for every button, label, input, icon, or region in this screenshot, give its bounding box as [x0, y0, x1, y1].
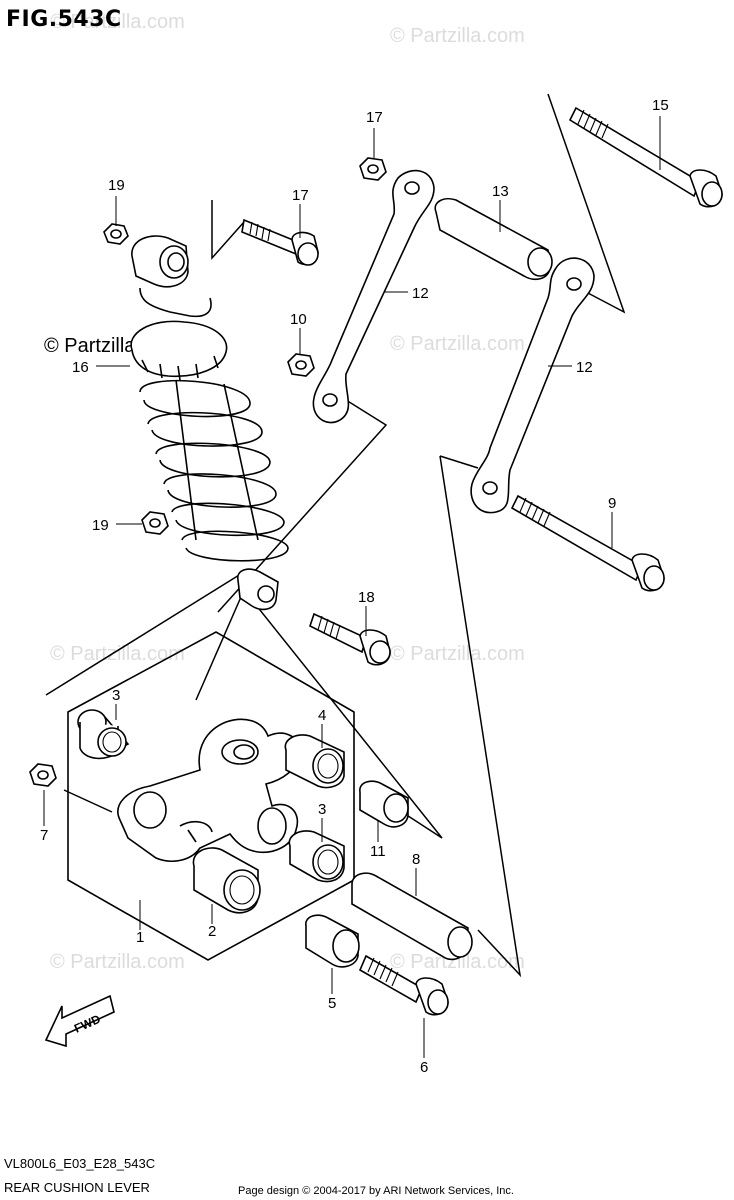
figure-name: REAR CUSHION LEVER [4, 1180, 150, 1195]
fwd-arrow-icon: FWD [44, 994, 115, 1048]
callout-15: 17 [366, 109, 383, 126]
callout-8: 8 [412, 851, 420, 868]
callout-17: 17 [292, 187, 309, 204]
callout-19-lower: 19 [92, 517, 109, 534]
watermark: © Partzilla.com [390, 25, 525, 47]
callout-19-upper: 19 [108, 177, 125, 194]
bearing-3-right [288, 830, 345, 883]
nut-19-lower [141, 511, 169, 535]
callout-5: 5 [328, 995, 336, 1012]
callout-10: 10 [290, 311, 307, 328]
watermark: © Partzilla.com [390, 333, 525, 355]
bolt-14 [568, 106, 723, 208]
spacer-11 [359, 780, 409, 828]
bolt-17 [241, 218, 319, 266]
bearing-4 [284, 734, 345, 789]
callout-9: 9 [608, 495, 616, 512]
bolt-18 [309, 612, 391, 666]
watermark: © Partzilla.com [50, 951, 185, 973]
callout-18: 18 [358, 589, 375, 606]
figure-title: FIG.543C [6, 7, 122, 32]
nut-19-upper [103, 223, 129, 245]
watermark: © Partzilla.com [50, 643, 185, 665]
callout-3-right: 3 [318, 801, 326, 818]
callout-14: 15 [652, 97, 669, 114]
nut-7 [29, 763, 57, 787]
watermarks: © Partzilla.com © Partzilla.com © Partzi… [50, 11, 525, 973]
callout-13: 13 [492, 183, 509, 200]
callout-1: 1 [136, 929, 144, 946]
callout-12-rear: 12 [576, 359, 593, 376]
figure-code: VL800L6_E03_E28_543C [4, 1156, 155, 1171]
bolt-6 [358, 954, 449, 1016]
bearing-2 [192, 847, 261, 914]
spacer-13 [434, 197, 553, 281]
copyright-notice: Page design © 2004-2017 by ARI Network S… [238, 1185, 514, 1197]
bearing-3-left [77, 709, 130, 760]
watermark: © Partzilla.com [390, 951, 525, 973]
cushion-rod-rear [470, 257, 595, 514]
callout-16: 16 [72, 359, 89, 376]
callout-2: 2 [208, 923, 216, 940]
bolt-9 [510, 494, 665, 592]
callout-7: 7 [40, 827, 48, 844]
guide-lines [45, 93, 626, 978]
spacer-8 [351, 872, 473, 961]
watermark: © Partzilla.com [50, 11, 185, 33]
callout-leaders [43, 116, 661, 1058]
callout-3-left: 3 [112, 687, 120, 704]
rear-shock-absorber [130, 235, 289, 611]
callout-11: 11 [370, 843, 386, 860]
cushion-lever [117, 718, 301, 862]
callout-6: 6 [420, 1059, 428, 1076]
callout-12-front: 12 [412, 285, 429, 302]
cushion-rod-front [312, 169, 435, 424]
watermark: © Partzilla.com [390, 643, 525, 665]
spacer-5 [305, 914, 360, 968]
nut-15 [359, 157, 387, 181]
callout-4: 4 [318, 707, 326, 724]
callout-numbers: 19 17 17 15 13 12 12 10 16 19 9 18 3 4 3… [40, 97, 669, 1076]
nut-10 [287, 353, 315, 377]
